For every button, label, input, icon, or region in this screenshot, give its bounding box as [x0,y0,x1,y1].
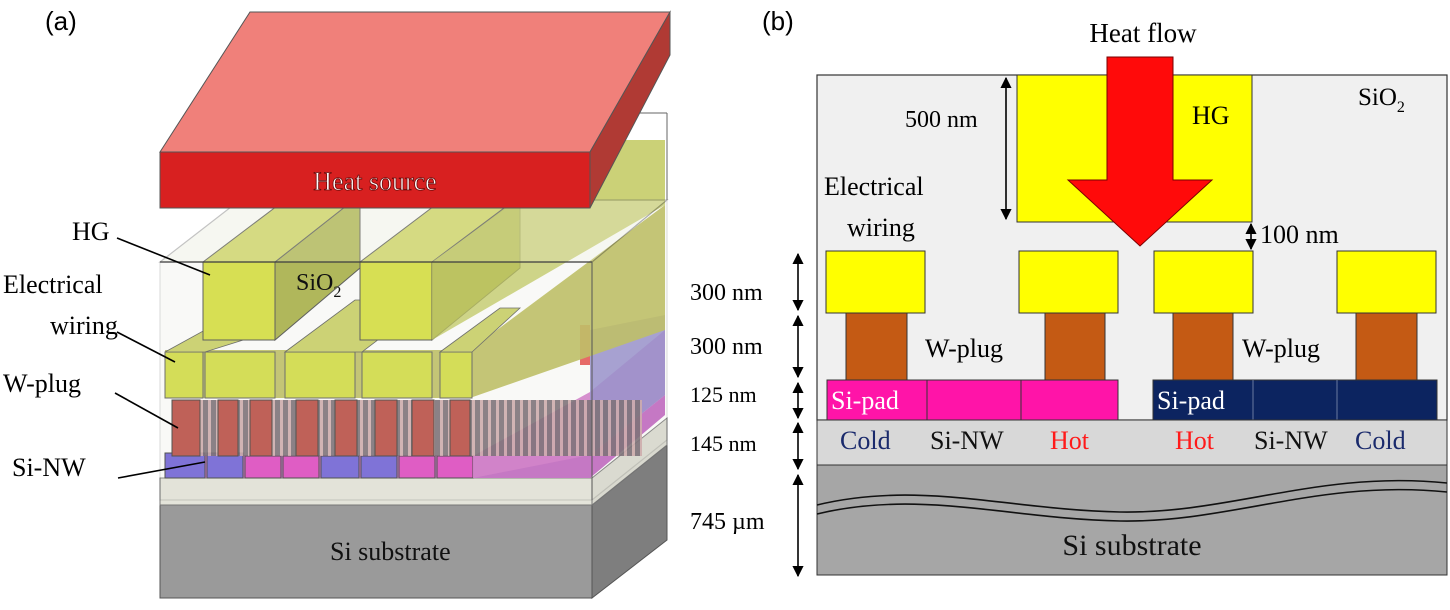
callout-hg: HG [72,217,110,246]
substrate-break-line [816,479,1448,513]
callout-wplug: W-plug [3,369,81,398]
wplug [1172,312,1234,381]
wplug-label-right: W-plug [1242,334,1320,363]
wplug [1044,312,1106,381]
heat-flow-label: Heat flow [1089,18,1197,48]
panel-b-label: (b) [762,6,794,36]
wplug [1355,312,1418,381]
callout-electrical-line [116,331,176,363]
sipad-cold [206,452,244,479]
wplug [845,312,908,381]
heat-flow-arrow [1066,56,1214,247]
sinw-label-right: Si-NW [1254,426,1328,455]
dimension-arrows: 500 nm 100 nm 300 nm 300 nm 125 nm 145 n… [690,76,1339,578]
sio2-box: SiO2 [158,112,669,501]
panel-b: (b) Heat flow SiO2 HG Electrical wiring … [690,6,1448,578]
dim-sipad-label: 125 nm [690,382,757,407]
heat-source-label: Heat source [313,167,436,196]
panel-a: (a) Si substrate [3,6,671,600]
electrical-label-2: wiring [847,213,915,242]
hg-block-left [202,261,276,341]
callout-hg-line [116,237,211,276]
sipad-cold [164,452,206,479]
si-substrate-block: Si substrate [159,443,668,600]
hot-label-right: Hot [1175,426,1215,455]
hg-block-right [359,261,433,341]
cold-label-right: Cold [1355,426,1406,455]
sipad-label-left: Si-pad [831,386,899,415]
buried-oxide-front [159,477,593,506]
callouts: HG Electrical wiring W-plug Si-NW [3,217,211,482]
callout-wplug-line [114,392,179,429]
wplug-row [171,325,642,457]
si-substrate-label-b: Si substrate [1062,529,1201,562]
wiring-block [825,250,926,314]
callout-sinw-line [117,461,206,479]
dim-wplug-label: 300 nm [690,334,763,360]
sio2-label-b: SiO2 [1358,84,1405,116]
dim-wiring-label: 300 nm [690,280,763,306]
hot-label-left: Hot [1050,426,1090,455]
cold-label-left: Cold [840,426,891,455]
wplug-label-left: W-plug [925,334,1003,363]
dim-substrate-label: 745 µm [690,509,765,535]
si-substrate-label: Si substrate [330,537,451,566]
sio2-label: SiO2 [296,270,341,301]
dim-hg-label: 500 nm [905,107,978,133]
heat-source: Heat source [159,10,671,209]
callout-electrical-2: wiring [50,311,118,340]
dim-sinw-label: 145 nm [690,431,757,456]
wiring-block [1018,250,1119,314]
hg-label: HG [1192,101,1230,130]
sinw-layer [816,419,1448,466]
callout-sinw: Si-NW [12,453,86,482]
wiring-block [1153,250,1254,314]
sinw-label-left: Si-NW [930,426,1004,455]
panel-a-label: (a) [45,6,77,36]
sipad-left [826,379,1119,421]
callout-electrical-1: Electrical [3,270,103,299]
wiring-row [164,205,665,399]
electrical-label-1: Electrical [824,172,924,201]
wiring-block [1336,250,1437,314]
dim-gap-label: 100 nm [1260,220,1339,249]
substrate-break-line [816,488,1448,522]
sipad-label-right: Si-pad [1157,386,1225,415]
